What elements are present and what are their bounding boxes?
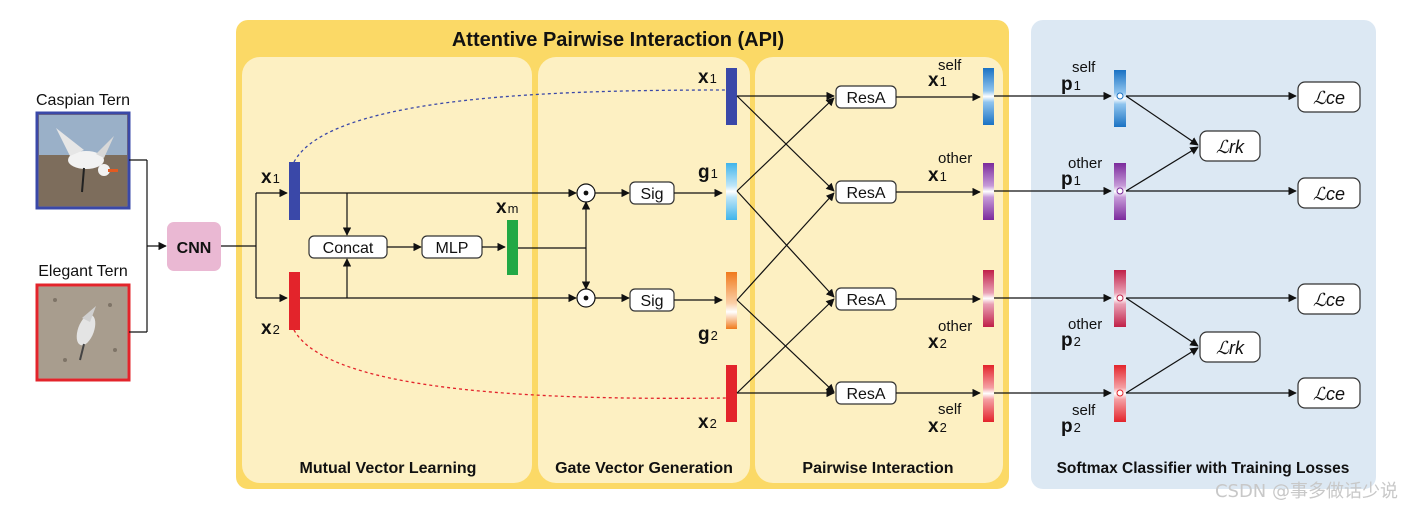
section-pairwise: Pairwise Interaction bbox=[802, 460, 953, 477]
x2-label-mutual: x2 bbox=[261, 318, 280, 339]
rk-loss-label-2: ℒrk bbox=[1216, 338, 1245, 358]
odot-bottom bbox=[576, 288, 596, 308]
x1-label-mutual: x1 bbox=[261, 167, 280, 188]
p1-self-label: p1 bbox=[1061, 74, 1081, 95]
ce-loss-box-3 bbox=[1297, 283, 1361, 315]
g1-vector bbox=[726, 163, 737, 220]
x2-vector bbox=[289, 272, 300, 330]
caspian-tern-image bbox=[35, 111, 131, 210]
x1-other-sup: other bbox=[938, 150, 972, 167]
p2-self-label: p2 bbox=[1061, 416, 1081, 437]
x2-other-sup: other bbox=[938, 318, 972, 335]
x1-vector-gate bbox=[726, 68, 737, 125]
odot-top bbox=[576, 183, 596, 203]
p2-self-sup: self bbox=[1072, 402, 1096, 419]
x1-self-label: x1 bbox=[928, 70, 947, 91]
section-mutual: Mutual Vector Learning bbox=[300, 460, 477, 477]
resa-label-2: ResA bbox=[846, 185, 885, 202]
x1-other-label: x1 bbox=[928, 165, 947, 186]
g1-label: g1 bbox=[698, 162, 718, 183]
ce-loss-box-2 bbox=[1297, 177, 1361, 209]
sig-top-label: Sig bbox=[640, 186, 663, 203]
x1-other-vector bbox=[983, 163, 994, 220]
resa-label-4: ResA bbox=[846, 386, 885, 403]
sig-bottom-label: Sig bbox=[640, 293, 663, 310]
p1-other-sup: other bbox=[1068, 155, 1102, 172]
p1-other-label: p1 bbox=[1061, 169, 1081, 190]
section-softmax: Softmax Classifier with Training Losses bbox=[1057, 460, 1350, 477]
x2-other-vector bbox=[983, 270, 994, 327]
g2-label: g2 bbox=[698, 324, 718, 345]
x2-other-label: x2 bbox=[928, 332, 947, 353]
mutual-panel bbox=[242, 57, 532, 483]
p1-self-sup: self bbox=[1072, 59, 1096, 76]
p2-other-sup: other bbox=[1068, 316, 1102, 333]
x2-self-label: x2 bbox=[928, 416, 947, 437]
ce-loss-label-1: ℒce bbox=[1313, 88, 1345, 108]
g2-vector bbox=[726, 272, 737, 329]
x2-copy-dashed bbox=[293, 329, 728, 399]
x2-label-gate: x2 bbox=[698, 412, 717, 433]
gate-panel bbox=[538, 57, 750, 483]
input-label-caspian: Caspian Tern bbox=[36, 92, 130, 109]
x2-self-vector bbox=[983, 365, 994, 422]
section-gate: Gate Vector Generation bbox=[555, 460, 733, 477]
mlp-label: MLP bbox=[436, 240, 469, 257]
ce-loss-label-4: ℒce bbox=[1313, 384, 1345, 404]
x2-vector-gate bbox=[726, 365, 737, 422]
p2-other-label: p2 bbox=[1061, 330, 1081, 351]
cnn-box bbox=[167, 222, 221, 271]
resa-label-3: ResA bbox=[846, 292, 885, 309]
ce-loss-box-1 bbox=[1297, 81, 1361, 113]
x1-self-sup: self bbox=[938, 57, 962, 74]
x1-label-gate: x1 bbox=[698, 67, 717, 88]
pairwise-panel bbox=[755, 57, 1003, 483]
rk-loss-label-1: ℒrk bbox=[1216, 137, 1245, 157]
api-title: Attentive Pairwise Interaction (API) bbox=[452, 29, 784, 51]
concat-label: Concat bbox=[323, 240, 374, 257]
ce-loss-label-3: ℒce bbox=[1313, 290, 1345, 310]
watermark: CSDN @事多做话少说 bbox=[1214, 481, 1398, 502]
elegant-tern-image bbox=[35, 283, 131, 382]
ce-loss-label-2: ℒce bbox=[1313, 184, 1345, 204]
rk-loss-box-1 bbox=[1199, 130, 1261, 162]
cnn-label: CNN bbox=[177, 240, 212, 257]
input-label-elegant: Elegant Tern bbox=[38, 263, 128, 280]
resa-label-1: ResA bbox=[846, 90, 885, 107]
rk-loss-box-2 bbox=[1199, 331, 1261, 363]
xm-vector bbox=[507, 220, 518, 275]
x1-self-vector bbox=[983, 68, 994, 125]
x2-self-sup: self bbox=[938, 401, 962, 418]
x1-vector bbox=[289, 162, 300, 220]
ce-loss-box-4 bbox=[1297, 377, 1361, 409]
xm-label: xm bbox=[496, 197, 518, 218]
